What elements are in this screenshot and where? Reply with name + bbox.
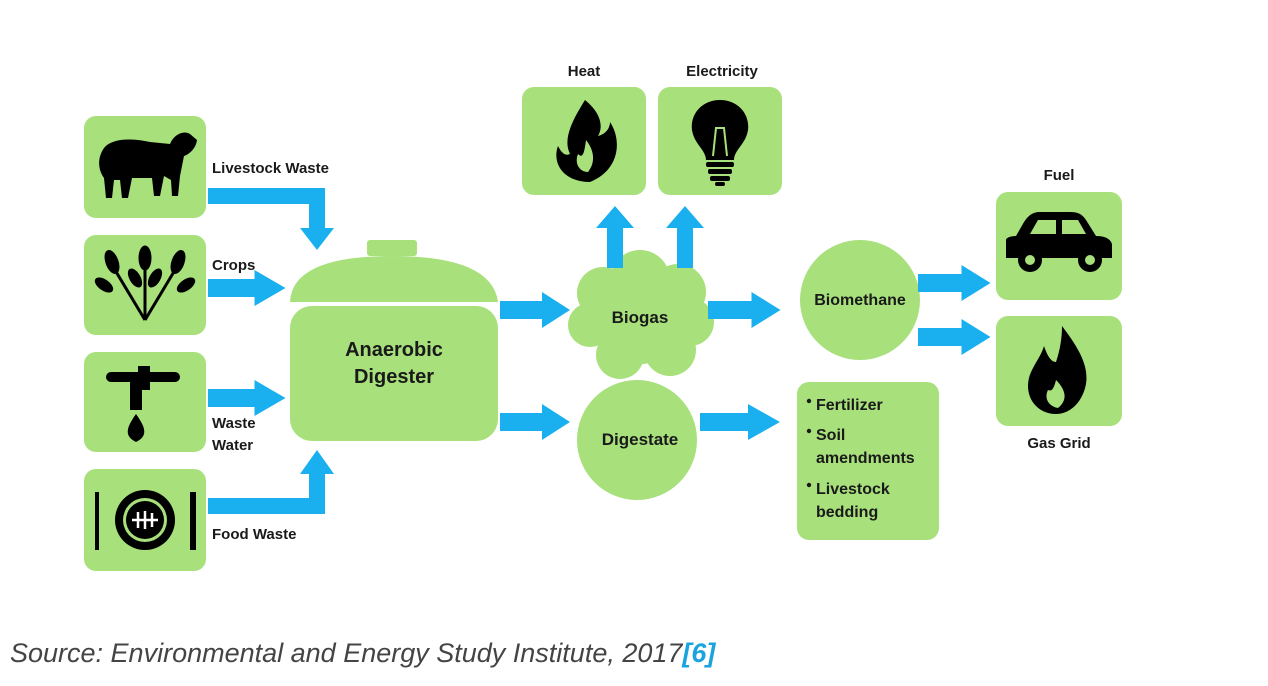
use-soil-2: amendments bbox=[816, 450, 915, 467]
fuel-label: Fuel bbox=[1044, 167, 1075, 184]
waste-water-label-2: Water bbox=[212, 437, 253, 454]
lightbulb-icon bbox=[691, 100, 749, 186]
flame-icon bbox=[556, 100, 617, 182]
car-icon bbox=[1006, 212, 1112, 272]
digestate-circle bbox=[577, 380, 697, 500]
arrow-livestock bbox=[208, 188, 334, 250]
plate-fishbone-icon bbox=[95, 490, 196, 550]
biomethane-label: Biomethane bbox=[814, 292, 906, 309]
arrow-to-digestate bbox=[500, 404, 570, 440]
electricity-label: Electricity bbox=[686, 63, 758, 80]
arrow-crops bbox=[208, 270, 286, 306]
gas-grid-label: Gas Grid bbox=[1027, 435, 1090, 452]
arrow-to-biogas bbox=[500, 292, 570, 328]
digestate-label: Digestate bbox=[602, 430, 679, 449]
waste-water-label-1: Waste bbox=[212, 415, 256, 432]
arrow-to-uses bbox=[700, 404, 780, 440]
gas-flame-icon bbox=[1028, 326, 1087, 414]
wheat-icon bbox=[94, 245, 196, 321]
source-caption: Source: Environmental and Energy Study I… bbox=[10, 638, 715, 669]
anaerobic-digester bbox=[290, 240, 498, 441]
food-waste-label: Food Waste bbox=[212, 526, 296, 543]
arrow-food-waste bbox=[208, 450, 334, 514]
arrow-to-fuel bbox=[918, 265, 991, 301]
livestock-label: Livestock Waste bbox=[212, 160, 329, 177]
cow-icon bbox=[99, 132, 197, 198]
use-fertilizer: Fertilizer bbox=[816, 397, 883, 414]
biogas-label: Biogas bbox=[612, 308, 669, 327]
biogas-cloud bbox=[568, 250, 714, 379]
digester-label-2: Digester bbox=[354, 366, 434, 388]
digester-label-1: Anaerobic bbox=[345, 339, 443, 361]
digestate-uses-box bbox=[797, 382, 939, 540]
reference-link[interactable]: [6] bbox=[682, 638, 716, 668]
faucet-icon bbox=[106, 366, 180, 442]
heat-label: Heat bbox=[568, 63, 601, 80]
arrow-to-biomethane bbox=[708, 292, 781, 328]
biogas-process-diagram: Livestock Waste Crops Waste Water Food W… bbox=[84, 63, 1122, 571]
arrow-to-heat bbox=[596, 206, 634, 268]
biomethane-circle bbox=[800, 240, 920, 360]
digestate-uses-list: Fertilizer Soil amendments Livestock bed… bbox=[806, 397, 915, 521]
use-soil-1: Soil bbox=[816, 427, 845, 444]
caption-text: Source: Environmental and Energy Study I… bbox=[10, 638, 683, 668]
arrow-to-electricity bbox=[666, 206, 704, 268]
crops-label: Crops bbox=[212, 257, 255, 274]
arrow-to-gas-grid bbox=[918, 319, 991, 355]
arrow-waste-water bbox=[208, 380, 286, 416]
use-bedding-1: Livestock bbox=[816, 481, 890, 498]
use-bedding-2: bedding bbox=[816, 504, 878, 521]
